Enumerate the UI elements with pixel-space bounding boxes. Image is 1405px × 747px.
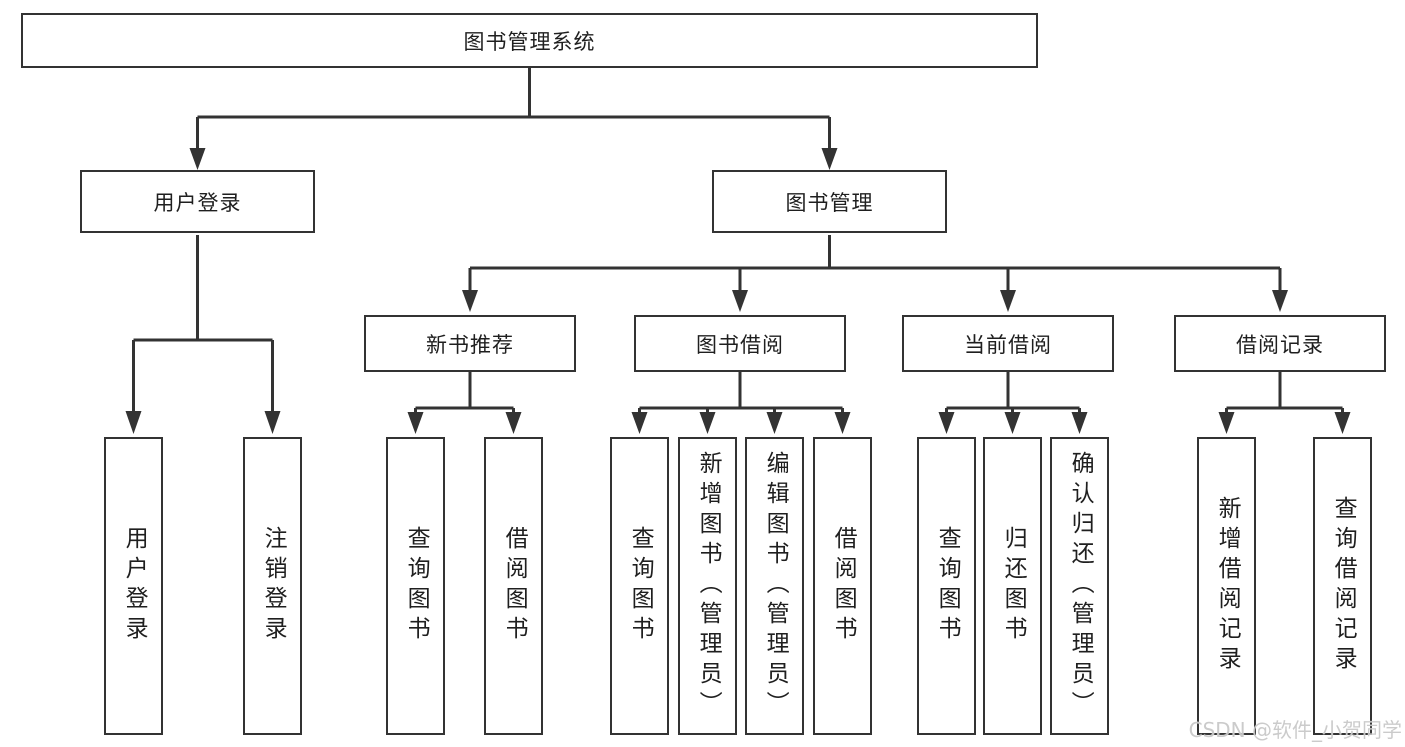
leaf-borrow-books-2: 借阅图书 xyxy=(813,437,872,735)
arrowhead xyxy=(125,411,142,434)
leaf-logout: 注销登录 xyxy=(243,437,302,735)
leaf-edit-books-admin: 编辑图书（管理员） xyxy=(745,437,804,735)
leaf-label: 查询图书 xyxy=(403,526,430,646)
leaf-query-books-3: 查询图书 xyxy=(917,437,976,735)
arrowhead xyxy=(1000,290,1016,312)
arrowhead xyxy=(938,412,955,434)
leaf-user-login: 用户登录 xyxy=(104,437,163,735)
node-label: 当前借阅 xyxy=(964,332,1052,357)
connector-new-book-to-leaves xyxy=(407,372,522,434)
arrowhead xyxy=(699,412,716,434)
arrowhead xyxy=(1071,412,1088,434)
leaf-query-borrow-record: 查询借阅记录 xyxy=(1313,437,1372,735)
leaf-label: 用户登录 xyxy=(121,526,148,646)
node-book-borrow: 图书借阅 xyxy=(634,315,846,372)
arrowhead xyxy=(834,412,851,434)
leaf-query-books-1: 查询图书 xyxy=(386,437,445,735)
node-label: 图书管理 xyxy=(785,190,874,215)
arrowhead xyxy=(766,412,783,434)
leaf-label: 编辑图书（管理员） xyxy=(762,451,789,721)
leaf-confirm-return-admin: 确认归还（管理员） xyxy=(1050,437,1109,735)
leaf-label: 新增借阅记录 xyxy=(1214,496,1241,676)
arrowhead xyxy=(462,290,478,312)
node-label: 图书管理系统 xyxy=(463,29,596,54)
connector-user-login-to-leaves xyxy=(125,235,281,434)
arrowhead xyxy=(732,290,748,312)
node-label: 借阅记录 xyxy=(1236,332,1324,357)
leaf-label: 确认归还（管理员） xyxy=(1067,451,1094,721)
arrowhead xyxy=(1004,412,1021,434)
leaf-label: 查询图书 xyxy=(627,526,654,646)
node-label: 新书推荐 xyxy=(426,332,514,357)
node-new-book-recommend: 新书推荐 xyxy=(364,315,576,372)
leaf-query-books-2: 查询图书 xyxy=(610,437,669,735)
node-label: 用户登录 xyxy=(153,190,242,215)
arrowhead xyxy=(264,411,281,434)
leaf-label: 查询图书 xyxy=(934,526,961,646)
leaf-add-books-admin: 新增图书（管理员） xyxy=(678,437,737,735)
node-root-system: 图书管理系统 xyxy=(21,13,1038,68)
node-borrow-record: 借阅记录 xyxy=(1174,315,1386,372)
leaf-add-borrow-record: 新增借阅记录 xyxy=(1197,437,1256,735)
arrowhead xyxy=(1218,412,1235,434)
node-user-login: 用户登录 xyxy=(80,170,315,233)
arrowhead xyxy=(1334,412,1351,434)
connector-book-mgmt-to-level2 xyxy=(462,235,1288,312)
arrowhead xyxy=(189,148,206,170)
connector-borrow-record-to-leaves xyxy=(1218,372,1351,434)
leaf-label: 注销登录 xyxy=(260,526,287,646)
node-current-borrow: 当前借阅 xyxy=(902,315,1114,372)
leaf-return-books: 归还图书 xyxy=(983,437,1042,735)
connector-root-to-level1 xyxy=(189,68,838,170)
arrowhead xyxy=(505,412,522,434)
arrowhead xyxy=(407,412,424,434)
node-book-management: 图书管理 xyxy=(712,170,947,233)
leaf-label: 归还图书 xyxy=(1000,526,1027,646)
arrowhead xyxy=(821,148,838,170)
node-label: 图书借阅 xyxy=(696,332,784,357)
connector-book-borrow-to-leaves xyxy=(631,372,851,434)
connector-current-borrow-to-leaves xyxy=(938,372,1088,434)
leaf-label: 借阅图书 xyxy=(501,526,528,646)
leaf-borrow-books-1: 借阅图书 xyxy=(484,437,543,735)
arrowhead xyxy=(631,412,648,434)
arrowhead xyxy=(1272,290,1288,312)
leaf-label: 新增图书（管理员） xyxy=(695,451,722,721)
csdn-watermark: CSDN @软件_小贺同学 xyxy=(1188,718,1402,742)
leaf-label: 借阅图书 xyxy=(830,526,857,646)
leaf-label: 查询借阅记录 xyxy=(1330,496,1357,676)
